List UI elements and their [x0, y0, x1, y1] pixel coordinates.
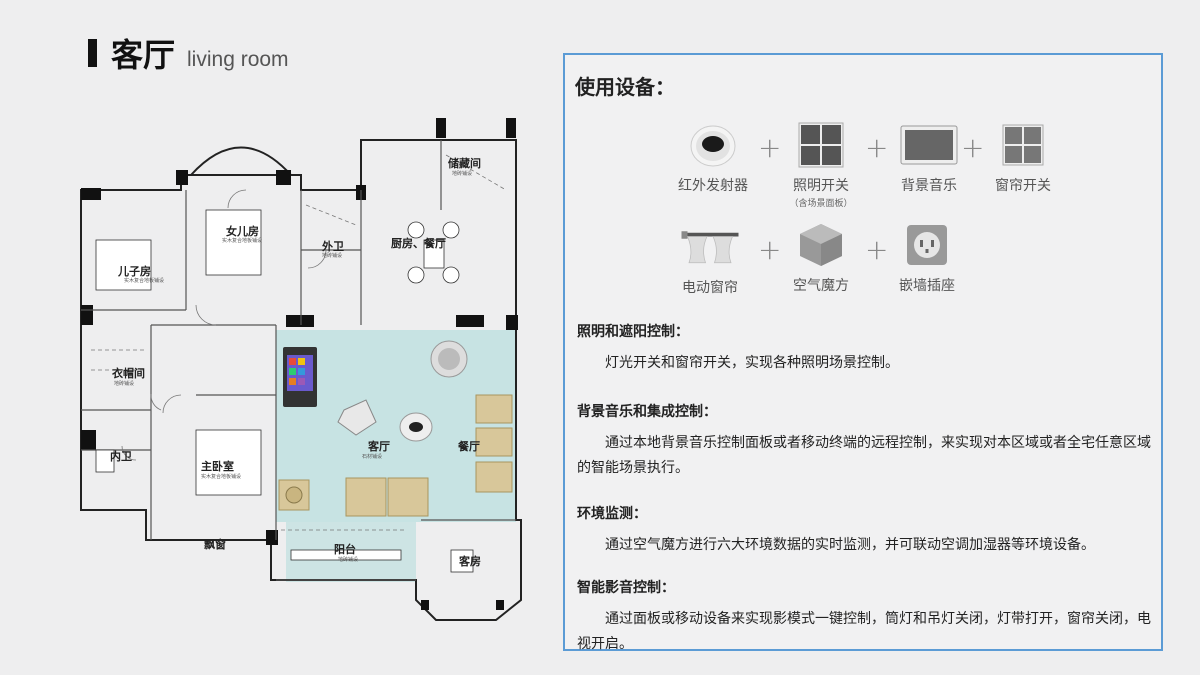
curtain-switch-icon: [993, 121, 1053, 169]
device-label-music: 背景音乐: [901, 178, 957, 194]
ir-emitter-icon: [683, 121, 743, 169]
room-label-guest: 客房: [458, 554, 481, 568]
section-body-music: 通过本地背景音乐控制面板或者移动终端的远程控制，来实现对本区域或者全宅任意区域的…: [577, 435, 1151, 476]
section-environment: 环境监测： 通过空气魔方进行六大环境数据的实时监测，并可联动空调加湿器等环境设备…: [577, 503, 1157, 558]
section-body-environment: 通过空气魔方进行六大环境数据的实时监测，并可联动空调加湿器等环境设备。: [605, 537, 1095, 553]
room-sub-son: 实木复合地板铺设: [124, 277, 164, 284]
device-music-panel: 背景音乐: [881, 121, 977, 195]
room-sub-storage: 地砖铺设: [452, 170, 472, 177]
room-label-son: 儿子房: [117, 264, 151, 278]
device-panel: 使用设备： 红外发射器 + 照明开关 （含场景面板） + 背景音乐 +: [563, 53, 1163, 652]
device-motor-curtain: 电动窗帘: [662, 223, 758, 297]
room-label-kitchen: 厨房、餐厅: [391, 236, 446, 250]
plus-sign: +: [865, 233, 889, 266]
room-label-dining: 餐厅: [457, 439, 480, 453]
device-label-curtain-switch: 窗帘开关: [995, 178, 1051, 194]
room-sub-master: 实木复合地板铺设: [201, 473, 241, 480]
device-light-switch: 照明开关 （含场景面板）: [773, 121, 869, 209]
section-heading-music: 背景音乐和集成控制：: [577, 404, 717, 420]
room-label-master: 主卧室: [201, 459, 234, 473]
section-body-av: 通过面板或移动设备来实现影模式一键控制，筒灯和吊灯关闭，灯带打开，窗帘关闭，电视…: [577, 611, 1151, 652]
section-lighting: 照明和遮阳控制： 灯光开关和窗帘开关，实现各种照明场景控制。: [577, 321, 1157, 376]
section-body-lighting: 灯光开关和窗帘开关，实现各种照明场景控制。: [605, 355, 899, 371]
floor-plan: 儿子房 女儿房 外卫 储藏间 厨房、餐厅 衣帽间 内卫 主卧室 客厅 餐厅 飘窗…: [76, 110, 526, 635]
device-ir-emitter: 红外发射器: [665, 121, 761, 195]
section-av: 智能影音控制： 通过面板或移动设备来实现影模式一键控制，筒灯和吊灯关闭，灯带打开…: [577, 577, 1157, 657]
room-label-balcony: 阳台: [334, 542, 356, 556]
room-label-storage: 储藏间: [448, 156, 481, 170]
room-label-bay: 飘窗: [204, 537, 226, 551]
plus-sign: +: [758, 233, 782, 266]
section-music: 背景音乐和集成控制： 通过本地背景音乐控制面板或者移动终端的远程控制，来实现对本…: [577, 401, 1157, 481]
room-sub-balcony: 地砖铺设: [338, 556, 358, 563]
room-sub-daughter: 实木复合地板铺设: [222, 237, 262, 244]
room-sub-closet: 地砖铺设: [114, 380, 134, 387]
section-heading-environment: 环境监测：: [577, 506, 647, 522]
title-english: living room: [187, 48, 289, 71]
device-sublabel-light: （含场景面板）: [789, 199, 853, 209]
room-label-inner-bath: 内卫: [110, 449, 132, 463]
device-label-ir: 红外发射器: [678, 178, 748, 194]
room-label-closet: 衣帽间: [112, 366, 145, 380]
wall-socket-icon: [897, 221, 957, 269]
air-cube-icon: [791, 221, 851, 269]
motor-curtain-icon: [680, 223, 740, 271]
room-sub-outer-bath: 地砖铺设: [322, 252, 342, 259]
room-label-outer-bath: 外卫: [321, 239, 344, 253]
room-label-living: 客厅: [367, 439, 390, 453]
device-label-socket: 嵌墙插座: [899, 278, 955, 294]
page-title: 客厅 living room: [88, 30, 289, 76]
plus-sign: +: [865, 131, 889, 164]
device-list: 红外发射器 + 照明开关 （含场景面板） + 背景音乐 + 窗帘开关: [565, 55, 1161, 355]
room-label-daughter: 女儿房: [226, 224, 259, 238]
device-curtain-switch: 窗帘开关: [975, 121, 1071, 195]
plus-sign: +: [758, 131, 782, 164]
device-label-motor-curtain: 电动窗帘: [682, 280, 738, 296]
light-switch-icon: [791, 121, 851, 169]
panel-title: 使用设备：: [575, 75, 675, 99]
music-panel-icon: [899, 121, 959, 169]
section-heading-lighting: 照明和遮阳控制：: [577, 324, 689, 340]
device-label-light: 照明开关: [793, 178, 849, 194]
device-wall-socket: 嵌墙插座: [879, 221, 975, 295]
plus-sign: +: [961, 131, 985, 164]
device-air-cube: 空气魔方: [773, 221, 869, 295]
title-chinese: 客厅: [111, 36, 176, 74]
device-label-air-cube: 空气魔方: [793, 278, 849, 294]
section-heading-av: 智能影音控制：: [577, 580, 675, 596]
air-cube-device: [337, 399, 377, 436]
room-sub-living: 石材铺设: [362, 453, 382, 460]
title-marker: [88, 39, 97, 67]
